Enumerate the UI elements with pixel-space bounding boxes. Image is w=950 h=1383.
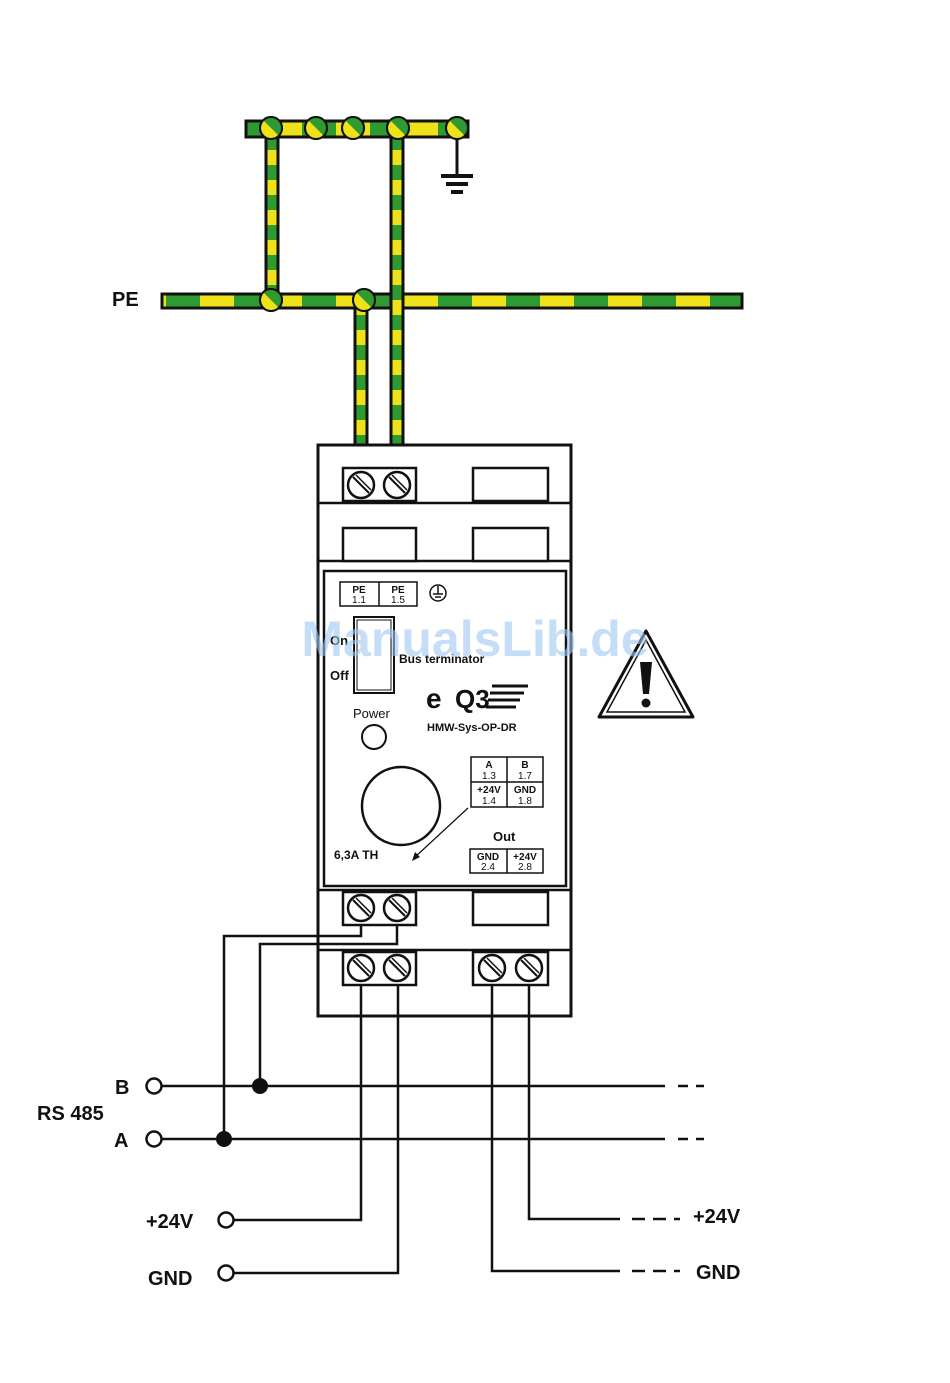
- b-name: B: [521, 760, 528, 771]
- pe-clamp-2: [305, 117, 327, 139]
- a-name: A: [485, 760, 492, 771]
- power-label: Power: [353, 706, 391, 721]
- model-label: HMW-Sys-OP-DR: [427, 722, 517, 734]
- terminal-screw-6: [384, 955, 410, 981]
- terminal-screw-1: [348, 472, 374, 498]
- fuse-label: 6,3A TH: [334, 848, 378, 862]
- b-num: 1.7: [518, 771, 532, 782]
- junction-a: [216, 1131, 232, 1147]
- a-num: 1.3: [482, 771, 496, 782]
- terminal-screw-2: [384, 472, 410, 498]
- gnd-name: GND: [514, 785, 536, 796]
- v24-name: +24V: [477, 785, 501, 796]
- gnd-num: 1.8: [518, 796, 532, 807]
- junction-b: [252, 1078, 268, 1094]
- out-terminal-table: GND 2.4 +24V 2.8: [470, 849, 543, 873]
- out-v24-num: 2.8: [518, 862, 532, 873]
- pe-clamp-7: [353, 289, 375, 311]
- watermark: ManualsLib.de: [301, 611, 648, 667]
- switch-off-label: Off: [330, 668, 349, 683]
- logo-q3: Q3: [455, 684, 490, 714]
- terminal-screw-8: [516, 955, 542, 981]
- power-led: [362, 725, 386, 749]
- logo-e: e: [426, 683, 442, 714]
- label-rs485: RS 485: [37, 1103, 104, 1125]
- bus-terminal-table: A 1.3 B 1.7 +24V 1.4 GND 1.8: [471, 757, 543, 807]
- terminal-24v-in: [219, 1213, 234, 1228]
- earth-ground-symbol: [441, 137, 473, 192]
- pe-clamp-6: [260, 289, 282, 311]
- label-24v-in: +24V: [146, 1211, 194, 1233]
- terminal-a: [147, 1132, 162, 1147]
- label-a: A: [114, 1130, 128, 1152]
- pe1-num: 1.1: [352, 595, 366, 606]
- fuse-holder[interactable]: [362, 767, 440, 845]
- terminal-screw-5: [348, 955, 374, 981]
- pe-wire-to-terminal-1-5: [391, 135, 403, 472]
- label-gnd-out: GND: [696, 1262, 740, 1284]
- pe-clamp-1: [260, 117, 282, 139]
- pe-label: PE: [112, 289, 139, 311]
- terminal-gnd-in: [219, 1266, 234, 1281]
- terminal-screw-7: [479, 955, 505, 981]
- terminal-screw-4: [384, 895, 410, 921]
- pe2-num: 1.5: [391, 595, 405, 606]
- label-24v-out: +24V: [693, 1206, 741, 1228]
- pe-link-left: [266, 135, 278, 297]
- label-gnd-in: GND: [148, 1268, 192, 1290]
- v24-num: 1.4: [482, 796, 496, 807]
- pe-bus: [162, 294, 742, 308]
- pe-clamps: [260, 117, 468, 311]
- out-gnd-num: 2.4: [481, 862, 495, 873]
- out-label: Out: [493, 829, 516, 844]
- terminal-b: [147, 1079, 162, 1094]
- supply-wiring: [233, 984, 680, 1273]
- terminal-screw-3: [348, 895, 374, 921]
- pe-terminal-table: PE 1.1 PE 1.5: [340, 582, 417, 606]
- pe-clamp-3: [342, 117, 364, 139]
- label-b: B: [115, 1077, 129, 1099]
- pe-clamp-5: [446, 117, 468, 139]
- pe-clamp-4: [387, 117, 409, 139]
